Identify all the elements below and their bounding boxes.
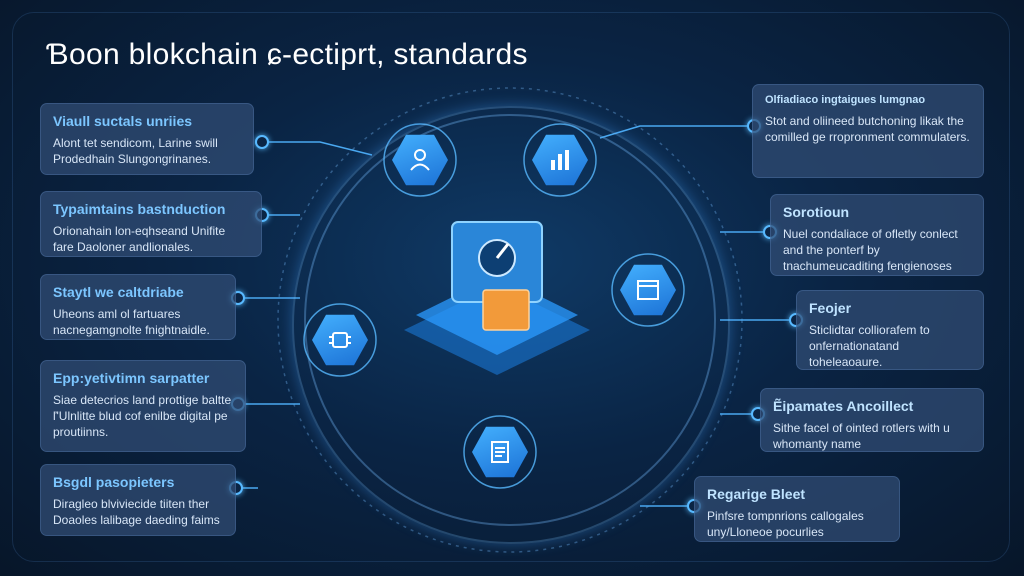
- card-body: Nuel condaliace of ofletly conlect and t…: [783, 227, 958, 273]
- left-card-2[interactable]: Typaimtains bastnduction Orionahain lon-…: [40, 191, 262, 257]
- card-heading: Ẽipamates Ancoillect: [773, 398, 914, 414]
- card-body: Stot and oliineed butchoning likak the c…: [765, 114, 970, 144]
- connector-line: [262, 141, 373, 156]
- card-heading: Feojer: [809, 300, 852, 316]
- card-heading: Viaull suctals unriies: [53, 113, 193, 129]
- left-card-4[interactable]: Epp:yetivtimn sarpatter Siae detecrios l…: [40, 360, 246, 452]
- page-title: Ɓoon blokchain ɕ-ectiprt, standards: [46, 38, 528, 71]
- connector-dot[interactable]: [255, 135, 269, 149]
- card-heading: Staytl we caltdriabe: [53, 284, 184, 300]
- card-heading: Epp:yetivtimn sarpatter: [53, 370, 210, 386]
- card-body: Orionahain lon-eqhseand Unifite fare Dao…: [53, 224, 226, 254]
- card-heading: Sorotioun: [783, 204, 850, 220]
- right-card-3[interactable]: Feojer Sticlidtar colliorafem to onferna…: [796, 290, 984, 370]
- card-heading: Typaimtains bastnduction: [53, 201, 226, 217]
- left-card-1[interactable]: Viaull suctals unriies Alont tet sendico…: [40, 103, 254, 175]
- bar-chart-icon: [551, 150, 569, 170]
- chip-icon: [329, 332, 351, 348]
- list-document-icon: [491, 441, 509, 463]
- orbit-ring: [292, 106, 730, 544]
- card-body: Alont tet sendicom, Larine swill Prodedh…: [53, 136, 218, 166]
- node-chip[interactable]: [312, 314, 368, 366]
- card-body: Uheons aml ol fartuares nacnegamgnolte f…: [53, 307, 210, 337]
- card-body: Diragleo blviviecide tiiten ther Doaoles…: [53, 497, 220, 527]
- right-card-2[interactable]: Sorotioun Nuel condaliace of ofletly con…: [770, 194, 984, 276]
- card-body: Sithe facel of ointed rotlers with u who…: [773, 421, 950, 451]
- card-body: Sticlidtar colliorafem to onfernationata…: [809, 323, 930, 369]
- card-heading: Olfiadiaco ingtaigues lumgnao: [765, 94, 926, 106]
- right-card-4[interactable]: Ẽipamates Ancoillect Sithe facel of oint…: [760, 388, 984, 452]
- right-card-1[interactable]: Olfiadiaco ingtaigues lumgnao Stot and o…: [752, 84, 984, 178]
- window-document-icon: [637, 280, 659, 300]
- card-heading: Regarige Bleet: [707, 486, 806, 502]
- card-heading: Bsgdl pasopieters: [53, 474, 175, 490]
- left-card-5[interactable]: Bsgdl pasopieters Diragleo blviviecide t…: [40, 464, 236, 536]
- right-card-5[interactable]: Regarige Bleet Pinfsre tompnrions callog…: [694, 476, 900, 542]
- left-card-3[interactable]: Staytl we caltdriabe Uheons aml ol fartu…: [40, 274, 236, 340]
- user-desk-icon: [410, 149, 430, 171]
- card-body: Siae detecrios land prottige baltte ľ'Ul…: [53, 393, 232, 439]
- node-user[interactable]: [392, 134, 448, 186]
- card-body: Pinfsre tompnrions callogales uny/Lloneo…: [707, 509, 864, 539]
